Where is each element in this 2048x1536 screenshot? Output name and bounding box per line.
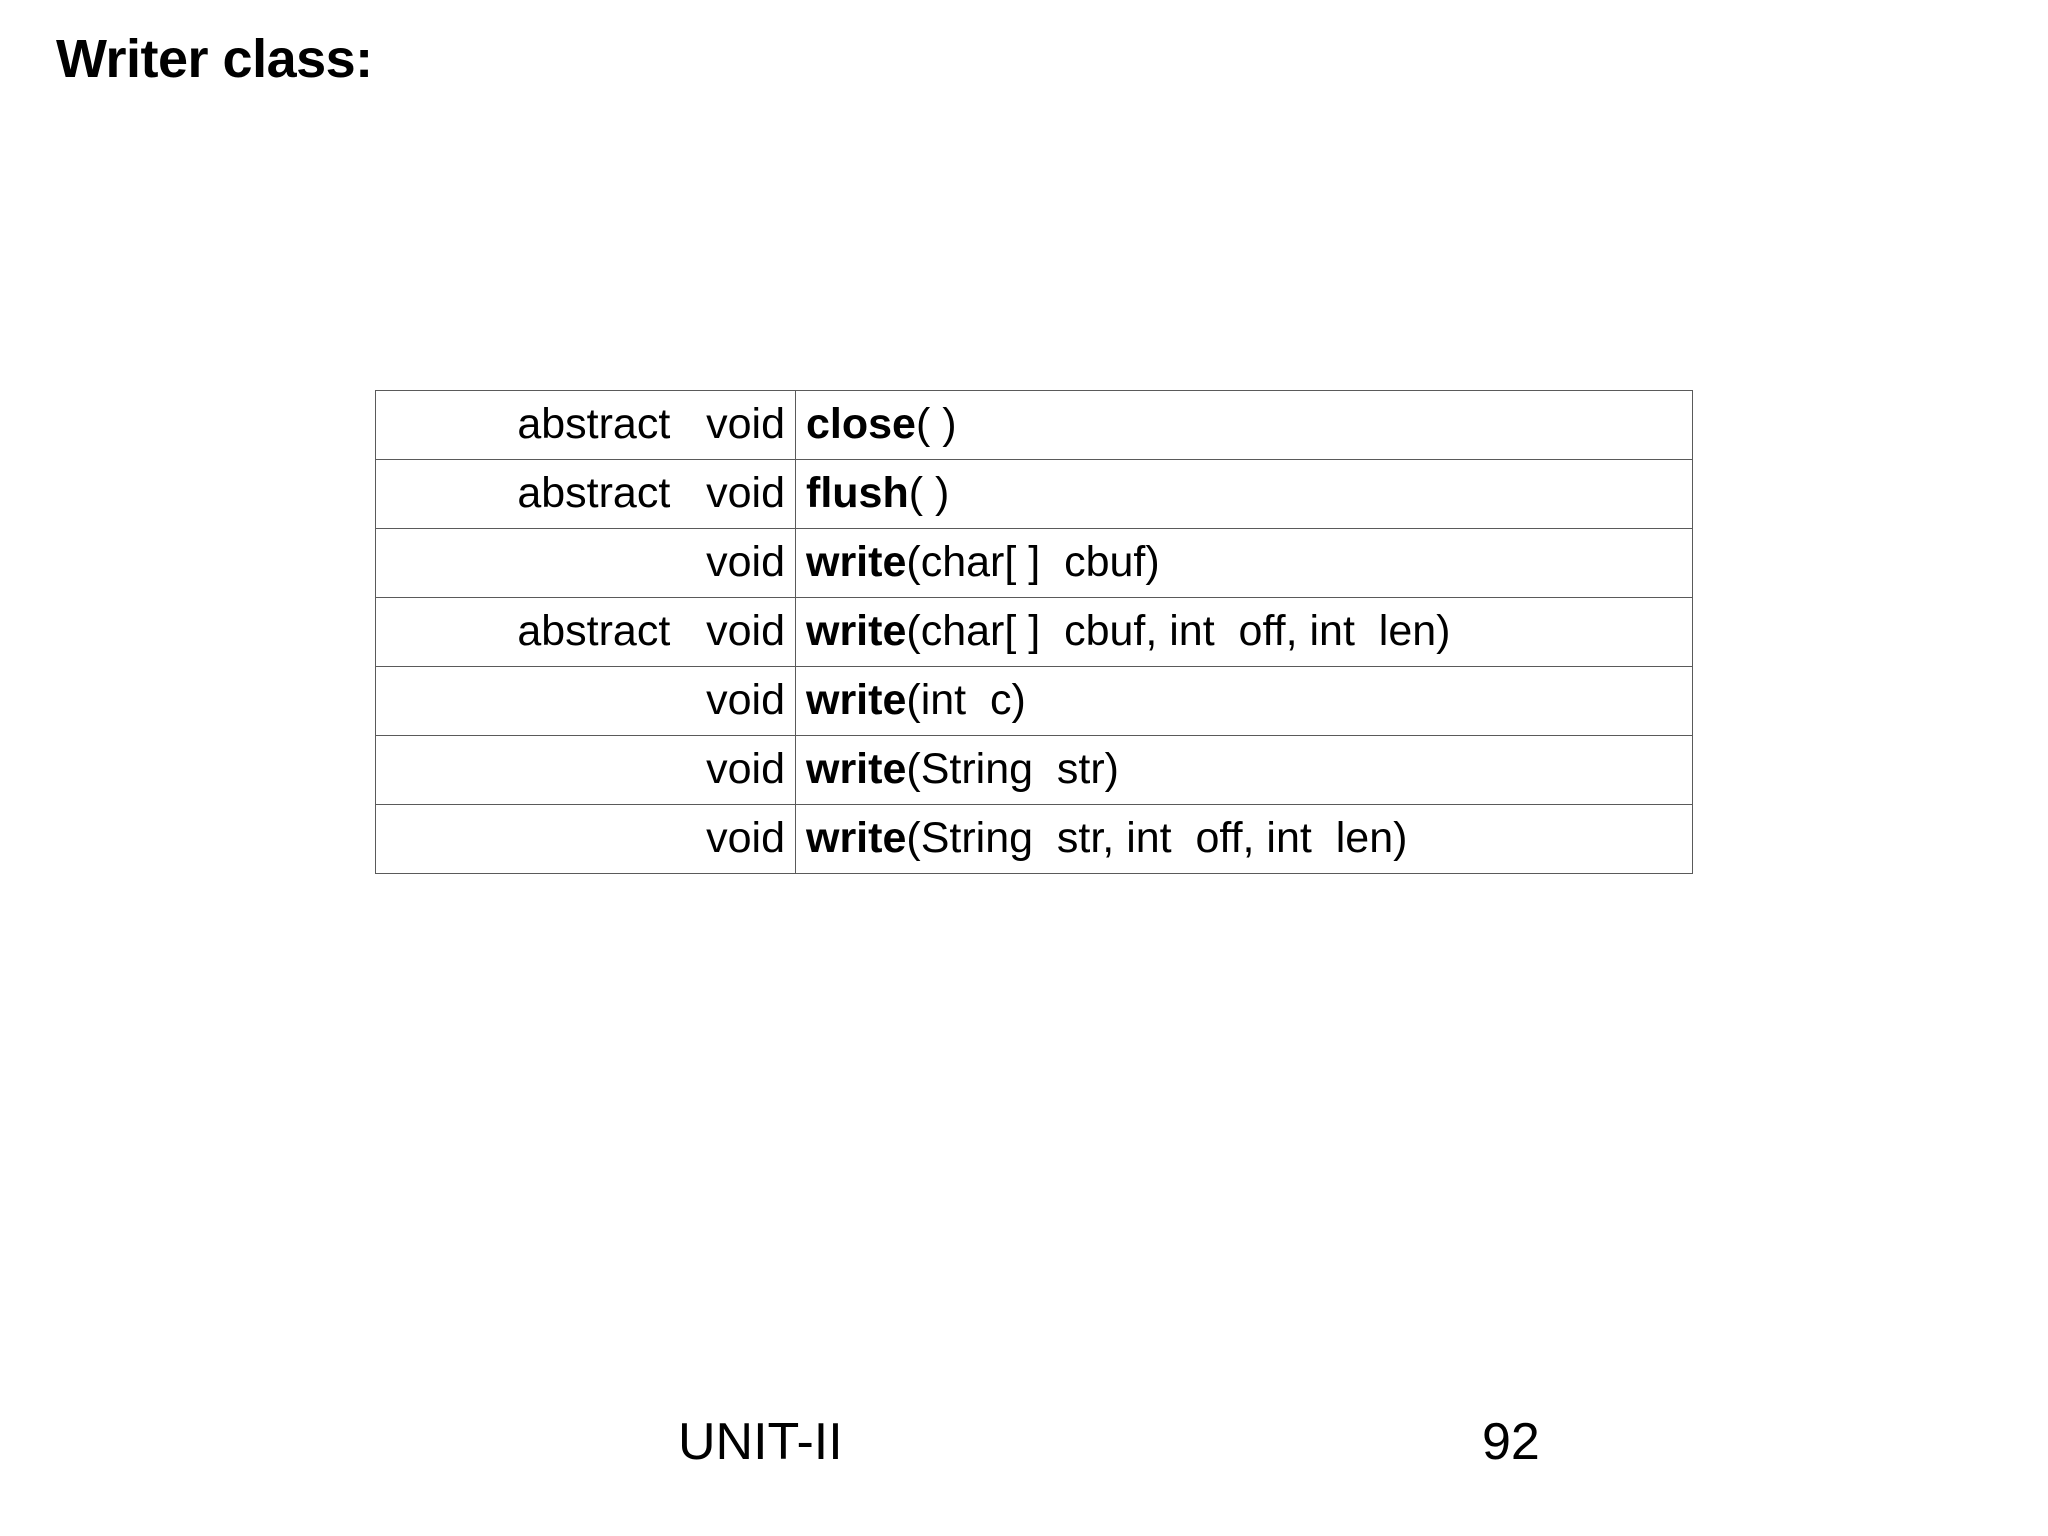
footer-unit-label: UNIT-II [678,1413,843,1471]
table-row: abstract void write(char[ ] cbuf, int of… [375,597,1693,667]
method-name: flush [806,469,909,518]
method-signature-cell: write(String str) [795,735,1693,805]
method-name: close [806,400,916,449]
table-row: void write(int c) [375,666,1693,736]
table-row: void write(char[ ] cbuf) [375,528,1693,598]
method-name: write [806,538,907,587]
method-name: write [806,676,907,725]
method-signature-cell: flush( ) [795,459,1693,529]
methods-table: abstract void close( ) abstract void flu… [375,390,1693,874]
method-signature-cell: write(char[ ] cbuf) [795,528,1693,598]
method-args: ( ) [908,469,950,518]
method-name: write [806,607,907,656]
method-args: (char[ ] cbuf, int off, int len) [906,607,1451,656]
method-args: (char[ ] cbuf) [906,538,1160,587]
method-modifier-cell: abstract void [375,597,796,667]
methods-table-body: abstract void close( ) abstract void flu… [375,390,1693,874]
method-signature-cell: write(String str, int off, int len) [795,804,1693,874]
writer-class-methods-table: abstract void close( ) abstract void flu… [375,390,1693,874]
method-name: write [806,814,907,863]
table-row: abstract void flush( ) [375,459,1693,529]
method-modifier-cell: abstract void [375,459,796,529]
table-row: void write(String str) [375,735,1693,805]
method-modifier-cell: abstract void [375,390,796,460]
page-title: Writer class: [56,29,373,89]
method-modifier-cell: void [375,528,796,598]
method-args: ( ) [915,400,957,449]
method-args: (String str, int off, int len) [906,814,1408,863]
footer-page-number: 92 [1482,1413,1540,1471]
method-name: write [806,745,907,794]
method-modifier-cell: void [375,666,796,736]
table-row: abstract void close( ) [375,390,1693,460]
method-signature-cell: write(int c) [795,666,1693,736]
method-modifier-cell: void [375,735,796,805]
method-modifier-cell: void [375,804,796,874]
table-row: void write(String str, int off, int len) [375,804,1693,874]
method-args: (String str) [906,745,1120,794]
method-args: (int c) [906,676,1026,725]
method-signature-cell: close( ) [795,390,1693,460]
method-signature-cell: write(char[ ] cbuf, int off, int len) [795,597,1693,667]
